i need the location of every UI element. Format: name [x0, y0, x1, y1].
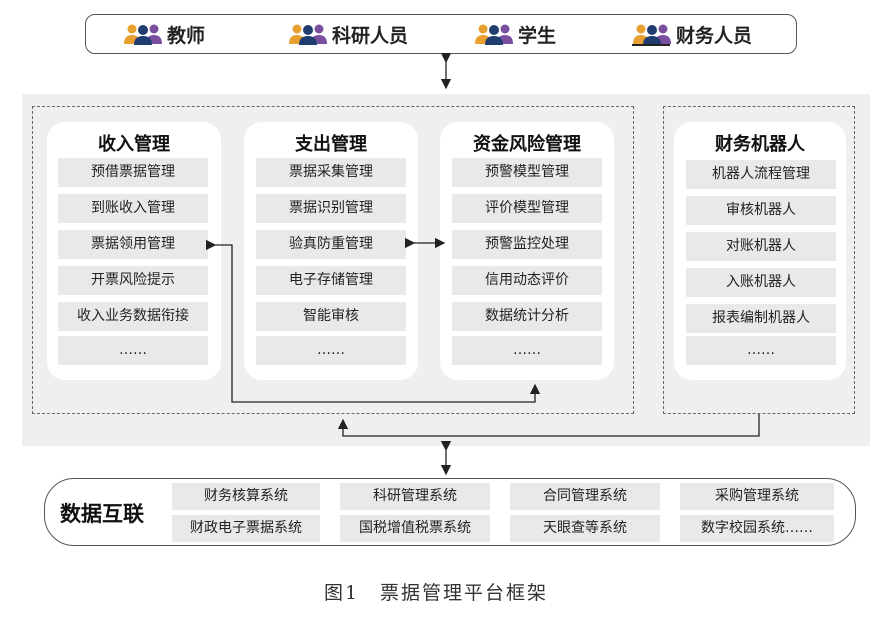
- system-item: 国税增值税票系统: [340, 515, 490, 542]
- module-item: ……: [256, 336, 406, 365]
- module-title: 财务机器人: [715, 134, 805, 155]
- user-role-label: 教师: [167, 24, 206, 47]
- user-role-teacher: 教师: [123, 21, 205, 47]
- module-item: 预警模型管理: [452, 158, 602, 187]
- module-item: 评价模型管理: [452, 194, 602, 223]
- figure-caption: 图1 票据管理平台框架: [323, 582, 549, 604]
- module-item: 验真防重管理: [256, 230, 406, 259]
- module-item: 机器人流程管理: [686, 160, 836, 189]
- module-item: 报表编制机器人: [686, 304, 836, 333]
- module-item: 数据统计分析: [452, 302, 602, 331]
- module-item: 票据识别管理: [256, 194, 406, 223]
- module-item: ……: [452, 336, 602, 365]
- user-role-label: 学生: [518, 24, 557, 47]
- user-role-label: 科研人员: [332, 24, 409, 47]
- user-role-bar: [85, 14, 797, 54]
- module-item: 预借票据管理: [58, 158, 208, 187]
- system-item: 天眼查等系统: [510, 515, 660, 542]
- module-item: 对账机器人: [686, 232, 836, 261]
- module-item: 收入业务数据衔接: [58, 302, 208, 331]
- module-fund-risk: 资金风险管理 预警模型管理 评价模型管理 预警监控处理 信用动态评价 数据统计分…: [440, 122, 614, 380]
- user-role-researcher: 科研人员: [288, 21, 408, 47]
- system-item: 合同管理系统: [510, 483, 660, 510]
- robot-group-frame: [663, 106, 855, 414]
- user-role-finance-staff: 财务人员: [632, 21, 752, 47]
- module-item: 电子存储管理: [256, 266, 406, 295]
- module-item: ……: [686, 336, 836, 365]
- module-item: 开票风险提示: [58, 266, 208, 295]
- user-group-icon: [633, 24, 671, 45]
- system-item: 财政电子票据系统: [172, 515, 320, 542]
- module-finance-robot: 财务机器人 机器人流程管理 审核机器人 对账机器人 入账机器人 报表编制机器人 …: [674, 122, 846, 380]
- module-item: 票据领用管理: [58, 230, 208, 259]
- system-item: 财务核算系统: [172, 483, 320, 510]
- system-item: 采购管理系统: [680, 483, 834, 510]
- user-group-icon: [124, 24, 162, 45]
- module-item: ……: [58, 336, 208, 365]
- module-item: 入账机器人: [686, 268, 836, 297]
- module-item: 审核机器人: [686, 196, 836, 225]
- module-item: 到账收入管理: [58, 194, 208, 223]
- module-item: 票据采集管理: [256, 158, 406, 187]
- module-item: 信用动态评价: [452, 266, 602, 295]
- user-group-icon: [289, 24, 327, 45]
- module-item: 预警监控处理: [452, 230, 602, 259]
- management-group-frame: [32, 106, 634, 414]
- module-expense: 支出管理 票据采集管理 票据识别管理 验真防重管理 电子存储管理 智能审核 ……: [244, 122, 418, 380]
- system-item: 科研管理系统: [340, 483, 490, 510]
- data-interconnect-title: 数据互联: [60, 502, 144, 526]
- underline-mark: [632, 44, 670, 46]
- module-item: 智能审核: [256, 302, 406, 331]
- module-title: 支出管理: [295, 134, 367, 155]
- user-role-student: 学生: [474, 21, 556, 47]
- module-income: 收入管理 预借票据管理 到账收入管理 票据领用管理 开票风险提示 收入业务数据衔…: [47, 122, 221, 380]
- user-group-icon: [475, 24, 513, 45]
- user-role-label: 财务人员: [676, 24, 753, 47]
- system-item: 数字校园系统……: [680, 515, 834, 542]
- module-title: 收入管理: [98, 134, 170, 155]
- module-title: 资金风险管理: [473, 134, 581, 155]
